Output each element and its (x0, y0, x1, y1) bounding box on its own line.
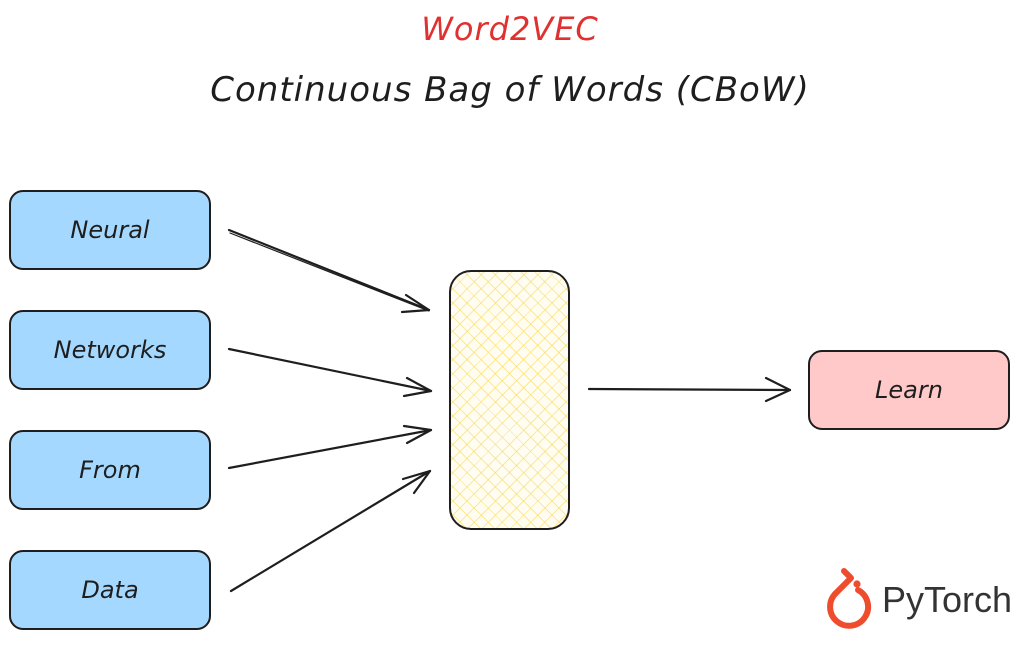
pytorch-flame-icon (827, 568, 872, 629)
pytorch-logo-text: PyTorch (882, 579, 1013, 620)
diagram-title: Word2VEC (421, 10, 599, 48)
input-word-node: Neural (9, 190, 211, 270)
arrow-hidden-to-learn (587, 376, 792, 403)
input-word-node: Data (9, 550, 211, 630)
output-word-node: Learn (808, 350, 1010, 430)
arrow-data-to-hidden (229, 469, 432, 593)
diagram-subtitle: Continuous Bag of Words (CBoW) (210, 70, 810, 110)
pytorch-logo: PyTorch (820, 568, 1012, 632)
input-word-node: From (9, 430, 211, 510)
input-word-label: Networks (53, 336, 167, 364)
input-word-label: Data (81, 576, 139, 604)
arrow-from-to-hidden (227, 424, 433, 470)
arrow-neural-to-hidden (227, 228, 431, 314)
arrow-networks-to-hidden (227, 347, 433, 398)
hidden-layer-box (449, 270, 570, 530)
input-word-label: Neural (70, 216, 150, 244)
input-word-label: From (79, 456, 141, 484)
output-word-label: Learn (875, 376, 943, 404)
input-word-node: Networks (9, 310, 211, 390)
